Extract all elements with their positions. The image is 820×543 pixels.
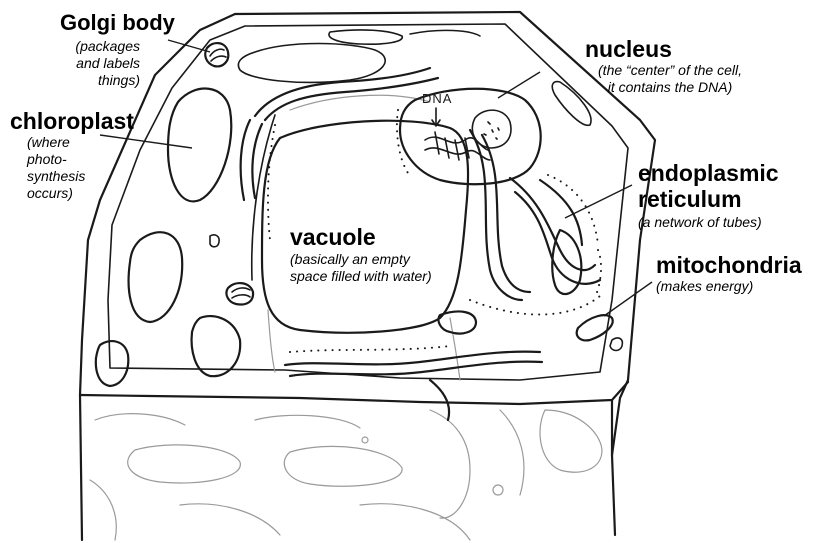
chloroplast-label: chloroplast (10, 110, 134, 133)
chloroplast-desc-line: photo- (27, 151, 85, 168)
lower-face-organelles (90, 410, 602, 540)
chloroplast-desc-line: (where (27, 134, 85, 151)
vacuole-description: (basically an empty space filled with wa… (290, 251, 432, 285)
vacuole-desc-line: space filled with water) (290, 268, 432, 285)
top-face-organelles (238, 30, 591, 125)
er-label: endoplasmic reticulum (638, 160, 779, 212)
nucleus-label: nucleus (585, 38, 672, 61)
chloroplast-desc-line: synthesis (27, 168, 85, 185)
chloroplast-description: (where photo- synthesis occurs) (27, 134, 85, 202)
golgi-desc-line: things) (62, 72, 140, 89)
golgi-bodies (205, 43, 253, 304)
er-description: (a network of tubes) (638, 214, 762, 231)
mitochondria-label: mitochondria (656, 254, 802, 277)
golgi-description: (packages and labels things) (62, 38, 140, 89)
vacuole-label: vacuole (290, 226, 376, 249)
dna-handwritten-label: DNA (422, 91, 452, 106)
golgi-desc-line: and labels (62, 55, 140, 72)
er-title-line: reticulum (638, 186, 779, 212)
golgi-label: Golgi body (60, 12, 175, 34)
nucleus-desc-line: (the “center” of the cell, (575, 62, 765, 79)
er-title-line: endoplasmic (638, 160, 779, 186)
nucleus-description: (the “center” of the cell, it contains t… (575, 62, 765, 96)
nucleus-desc-line: it contains the DNA) (575, 79, 765, 96)
chloroplast-desc-line: occurs) (27, 185, 85, 202)
vacuole-desc-line: (basically an empty (290, 251, 432, 268)
golgi-desc-line: (packages (62, 38, 140, 55)
mitochondria-description: (makes energy) (656, 278, 753, 295)
mitochondria (438, 311, 622, 350)
